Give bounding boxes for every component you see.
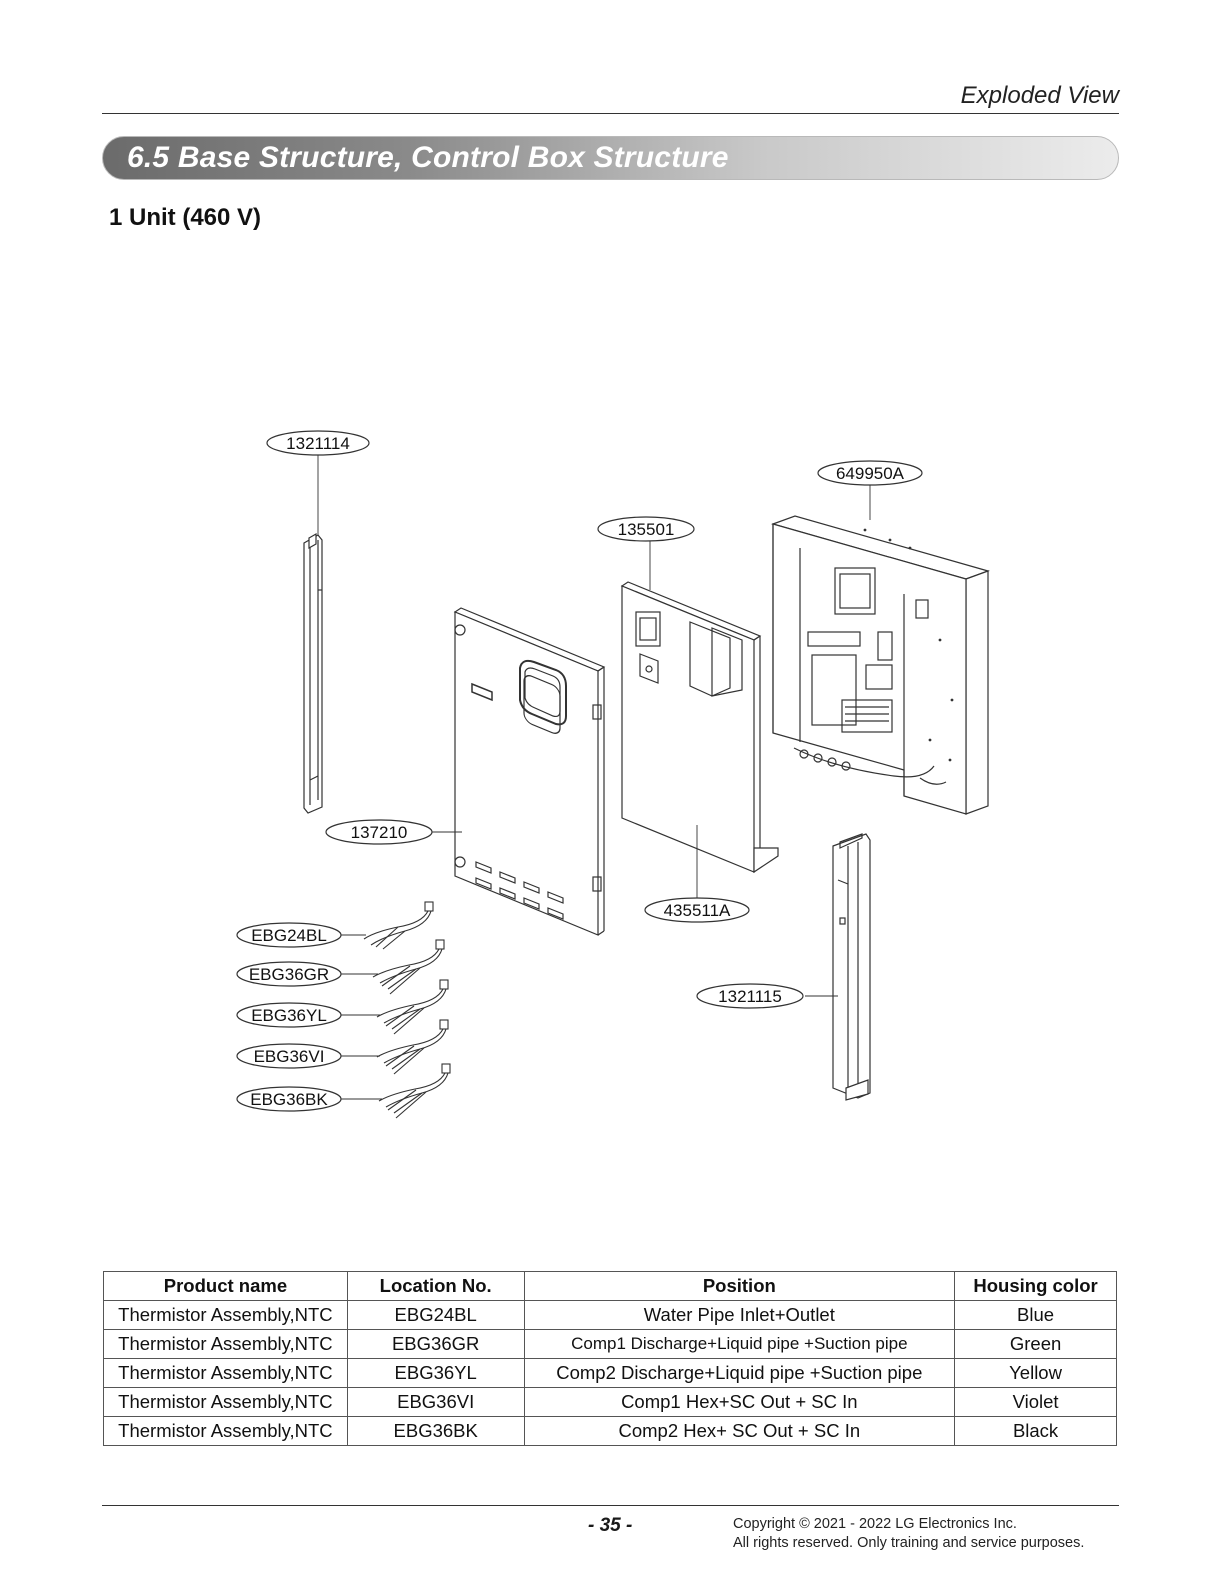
callout-EBG36GR: EBG36GR	[236, 961, 342, 987]
header-location-no: Location No.	[346, 1271, 525, 1301]
callout-1321114: 1321114	[266, 430, 370, 456]
callout-label: 137210	[351, 823, 408, 842]
callout-435511A: 435511A	[644, 897, 750, 923]
cell-location-no: EBG36GR	[346, 1329, 525, 1359]
cell-position: Comp2 Hex+ SC Out + SC In	[523, 1416, 956, 1446]
callout-label: 649950A	[836, 464, 905, 483]
cell-housing-color: Black	[954, 1416, 1117, 1446]
thermistor-harnesses	[363, 901, 451, 1119]
copyright-notice: Copyright © 2021 - 2022 LG Electronics I…	[733, 1515, 1084, 1553]
cell-product-name: Thermistor Assembly,NTC	[103, 1416, 348, 1446]
table-header-row: Product name Location No. Position Housi…	[103, 1271, 1117, 1301]
cell-housing-color: Violet	[954, 1387, 1117, 1417]
cell-product-name: Thermistor Assembly,NTC	[103, 1300, 348, 1330]
section-title: 6.5 Base Structure, Control Box Structur…	[127, 141, 729, 174]
cell-location-no: EBG36YL	[346, 1358, 525, 1388]
header-product-name: Product name	[103, 1271, 348, 1301]
callout-EBG36BK: EBG36BK	[236, 1086, 342, 1112]
footer-divider	[102, 1505, 1119, 1506]
callout-label: EBG36GR	[249, 965, 329, 984]
section-title-bar: 6.5 Base Structure, Control Box Structur…	[102, 136, 1119, 180]
cell-housing-color: Green	[954, 1329, 1117, 1359]
callout-label: EBG36BK	[250, 1090, 328, 1109]
header-divider	[102, 113, 1119, 114]
callout-EBG36VI: EBG36VI	[236, 1043, 342, 1069]
callout-label: EBG36VI	[254, 1047, 325, 1066]
callout-label: EBG36YL	[251, 1006, 327, 1025]
thermistor-parts-table: Product name Location No. Position Housi…	[103, 1271, 1117, 1446]
header-position: Position	[523, 1271, 956, 1301]
vent-slots	[475, 861, 564, 920]
column-part-1321115	[832, 833, 871, 1101]
inner-panel-part-135501	[620, 581, 779, 874]
callout-label: EBG24BL	[251, 926, 327, 945]
cell-product-name: Thermistor Assembly,NTC	[103, 1358, 348, 1388]
callout-label: 1321115	[718, 987, 782, 1006]
cell-position: Water Pipe Inlet+Outlet	[523, 1300, 956, 1330]
callout-135501: 135501	[597, 516, 695, 542]
header-title: Exploded View	[960, 82, 1119, 109]
table-row: Thermistor Assembly,NTC EBG36GR Comp1 Di…	[103, 1329, 1117, 1359]
subsection-title: 1 Unit (460 V)	[109, 204, 262, 231]
callout-label: 1321114	[286, 434, 350, 453]
callout-label: 135501	[618, 520, 675, 539]
table-row: Thermistor Assembly,NTC EBG24BL Water Pi…	[103, 1300, 1117, 1330]
page-number: - 35 -	[588, 1515, 633, 1536]
copyright-line-1: Copyright © 2021 - 2022 LG Electronics I…	[733, 1516, 1017, 1532]
harness-EBG36YL	[376, 979, 449, 1035]
header-housing-color: Housing color	[954, 1271, 1117, 1301]
column-part-1321114	[303, 532, 323, 814]
harness-EBG36VI	[376, 1019, 449, 1075]
table-row: Thermistor Assembly,NTC EBG36YL Comp2 Di…	[103, 1358, 1117, 1388]
control-box-part-649950A	[771, 515, 990, 815]
copyright-line-2: All rights reserved. Only training and s…	[733, 1535, 1085, 1551]
callout-label: 435511A	[664, 901, 731, 920]
harness-EBG24BL	[363, 901, 434, 950]
cell-location-no: EBG24BL	[346, 1300, 525, 1330]
cell-position: Comp1 Discharge+Liquid pipe +Suction pip…	[523, 1329, 956, 1359]
front-panel-part-137210	[453, 607, 606, 936]
table-row: Thermistor Assembly,NTC EBG36BK Comp2 He…	[103, 1416, 1117, 1446]
cell-location-no: EBG36VI	[346, 1387, 525, 1417]
cell-housing-color: Blue	[954, 1300, 1117, 1330]
callout-EBG36YL: EBG36YL	[236, 1002, 342, 1028]
cell-position: Comp1 Hex+SC Out + SC In	[523, 1387, 956, 1417]
callout-649950A: 649950A	[817, 460, 923, 486]
harness-EBG36GR	[372, 939, 445, 995]
cell-location-no: EBG36BK	[346, 1416, 525, 1446]
harness-EBG36BK	[378, 1063, 451, 1119]
callout-EBG24BL: EBG24BL	[236, 922, 342, 948]
callout-137210: 137210	[325, 819, 433, 845]
exploded-view-diagram: 1321114 649950A 135501 137210 435511A 13…	[236, 430, 990, 1119]
leader-lines	[317, 454, 871, 1100]
callout-1321115: 1321115	[696, 983, 804, 1009]
table-row: Thermistor Assembly,NTC EBG36VI Comp1 He…	[103, 1387, 1117, 1417]
cell-position: Comp2 Discharge+Liquid pipe +Suction pip…	[523, 1358, 956, 1388]
cell-housing-color: Yellow	[954, 1358, 1117, 1388]
cell-product-name: Thermistor Assembly,NTC	[103, 1387, 348, 1417]
cell-product-name: Thermistor Assembly,NTC	[103, 1329, 348, 1359]
